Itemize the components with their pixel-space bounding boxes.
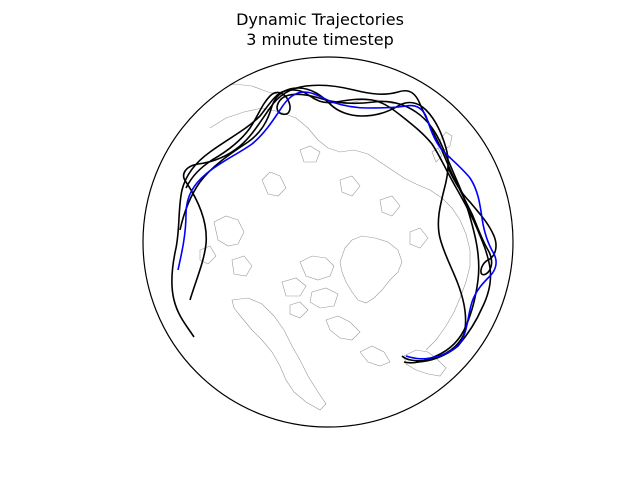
coastline-eurasia: [209, 107, 471, 351]
plot-title-line-2: 3 minute timestep: [246, 30, 394, 49]
trajectory-line: [182, 84, 497, 301]
coastline-north-america: [231, 297, 391, 411]
coastline-greenland: [339, 235, 403, 304]
trajectory-line: [177, 91, 497, 360]
coastline-north-africa: [215, 83, 395, 105]
plot-title-line-1: Dynamic Trajectories: [236, 10, 404, 29]
coastline-arctic-islands: [281, 255, 339, 319]
plot-title: Dynamic Trajectories 3 minute timestep: [0, 10, 640, 50]
coastline-asia-interior: [261, 145, 429, 249]
globe-outline: [142, 56, 514, 428]
coastline-alaska: [403, 349, 447, 377]
trajectory-line: [179, 87, 467, 362]
coastline-europe: [199, 215, 253, 277]
trajectory-group: [171, 84, 497, 364]
trajectory-line: [185, 91, 480, 364]
trajectory-line: [171, 89, 492, 363]
